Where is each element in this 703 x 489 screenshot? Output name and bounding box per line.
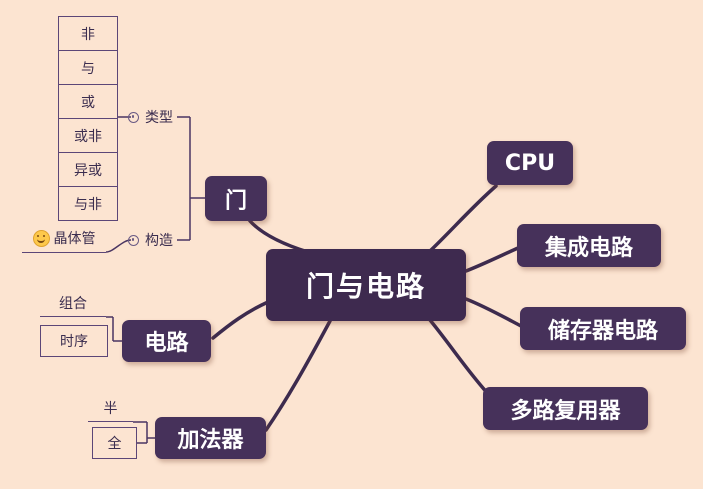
leaf-gate-xor[interactable]: 异或 — [58, 152, 118, 187]
leaf-gate-nor-label: 或非 — [74, 128, 102, 145]
leaf-gate-and-label: 与 — [81, 60, 95, 77]
circle-dot-icon — [128, 234, 139, 246]
leaf-gate-xor-label: 异或 — [74, 162, 102, 179]
branch-topic-gate-label: 门 — [224, 188, 247, 214]
branch-topic-circuit-label: 电路 — [144, 331, 189, 356]
leaf-gate-not-label: 非 — [81, 26, 95, 43]
leaf-combinational-label: 组合 — [59, 296, 87, 312]
root-topic-label: 门与电路 — [305, 270, 426, 303]
branch-topic-cpu-label: CPU — [504, 150, 556, 176]
branch-topic-multiplexer[interactable]: 多路复用器 — [483, 387, 648, 430]
leaf-full-adder[interactable]: 全 — [92, 427, 137, 459]
branch-topic-integrated-circuit-label: 集成电路 — [544, 235, 633, 261]
leaf-combinational[interactable]: 组合 — [40, 294, 106, 317]
branch-topic-memory-circuit[interactable]: 储存器电路 — [520, 307, 686, 350]
branch-topic-adder-label: 加法器 — [177, 428, 244, 453]
branch-topic-cpu[interactable]: CPU — [487, 141, 573, 185]
subtopic-structure[interactable]: 构造 — [128, 229, 178, 251]
leaf-gate-not[interactable]: 非 — [58, 16, 118, 51]
leaf-gate-or[interactable]: 或 — [58, 84, 118, 119]
leaf-half-adder[interactable]: 半 — [88, 399, 133, 422]
subtopic-type-label: 类型 — [145, 110, 173, 126]
branch-topic-circuit[interactable]: 电路 — [122, 320, 211, 362]
branch-topic-gate[interactable]: 门 — [205, 176, 267, 221]
branch-topic-adder[interactable]: 加法器 — [155, 417, 266, 459]
subtopic-type[interactable]: 类型 — [128, 106, 178, 128]
leaf-full-adder-label: 全 — [107, 436, 122, 452]
smiley-face-icon — [32, 229, 50, 247]
leaf-gate-nor[interactable]: 或非 — [58, 118, 118, 153]
leaf-sequential[interactable]: 时序 — [40, 325, 108, 357]
leaf-gate-or-label: 或 — [81, 94, 95, 111]
leaf-transistor-label: 晶体管 — [53, 231, 96, 247]
circle-dot-icon — [128, 111, 139, 123]
leaf-half-adder-label: 半 — [103, 401, 118, 417]
branch-topic-integrated-circuit[interactable]: 集成电路 — [517, 224, 661, 267]
leaf-gate-nand[interactable]: 与非 — [58, 186, 118, 221]
leaf-gate-nand-label: 与非 — [74, 196, 102, 213]
branch-topic-multiplexer-label: 多路复用器 — [510, 398, 621, 424]
leaf-sequential-label: 时序 — [60, 334, 88, 350]
leaf-gate-and[interactable]: 与 — [58, 50, 118, 85]
branch-topic-memory-circuit-label: 储存器电路 — [547, 318, 658, 344]
root-topic[interactable]: 门与电路 — [266, 249, 466, 321]
subtopic-structure-label: 构造 — [145, 233, 173, 249]
leaf-transistor[interactable]: 晶体管 — [22, 228, 106, 253]
